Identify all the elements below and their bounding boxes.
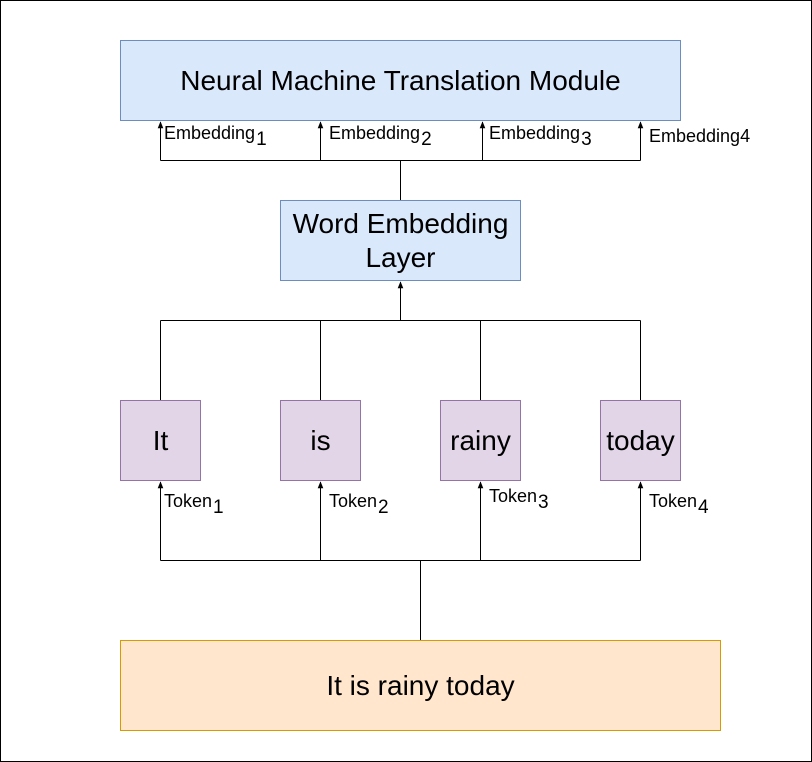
embedding-label-4: Embedding4 [649, 126, 751, 146]
token-word: today [606, 424, 675, 456]
nmt-module-label: Neural Machine Translation Module [180, 64, 621, 96]
token-label-1: Token1 [164, 491, 224, 518]
word-embedding-layer-label: Word Embedding Layer [292, 207, 509, 273]
embedding-label-2: Embedding2 [329, 123, 432, 150]
token-word: It [152, 424, 169, 456]
token-word: rainy [450, 424, 511, 456]
nmt-module-box: Neural Machine Translation Module [120, 40, 681, 121]
embedding-label-1: Embedding1 [164, 123, 267, 150]
word-embedding-layer-box: Word Embedding Layer [280, 200, 521, 281]
input-sentence-label: It is rainy today [326, 669, 515, 701]
token-box-4: today [600, 400, 681, 481]
token-label-2: Token2 [329, 491, 389, 518]
token-label-4: Token4 [649, 491, 709, 518]
token-box-1: It [120, 400, 201, 481]
input-sentence-box: It is rainy today [120, 640, 721, 731]
token-box-3: rainy [440, 400, 521, 481]
token-box-2: is [280, 400, 361, 481]
token-label-3: Token3 [489, 486, 549, 513]
token-word: is [310, 424, 331, 456]
embedding-label-3: Embedding3 [489, 123, 592, 150]
